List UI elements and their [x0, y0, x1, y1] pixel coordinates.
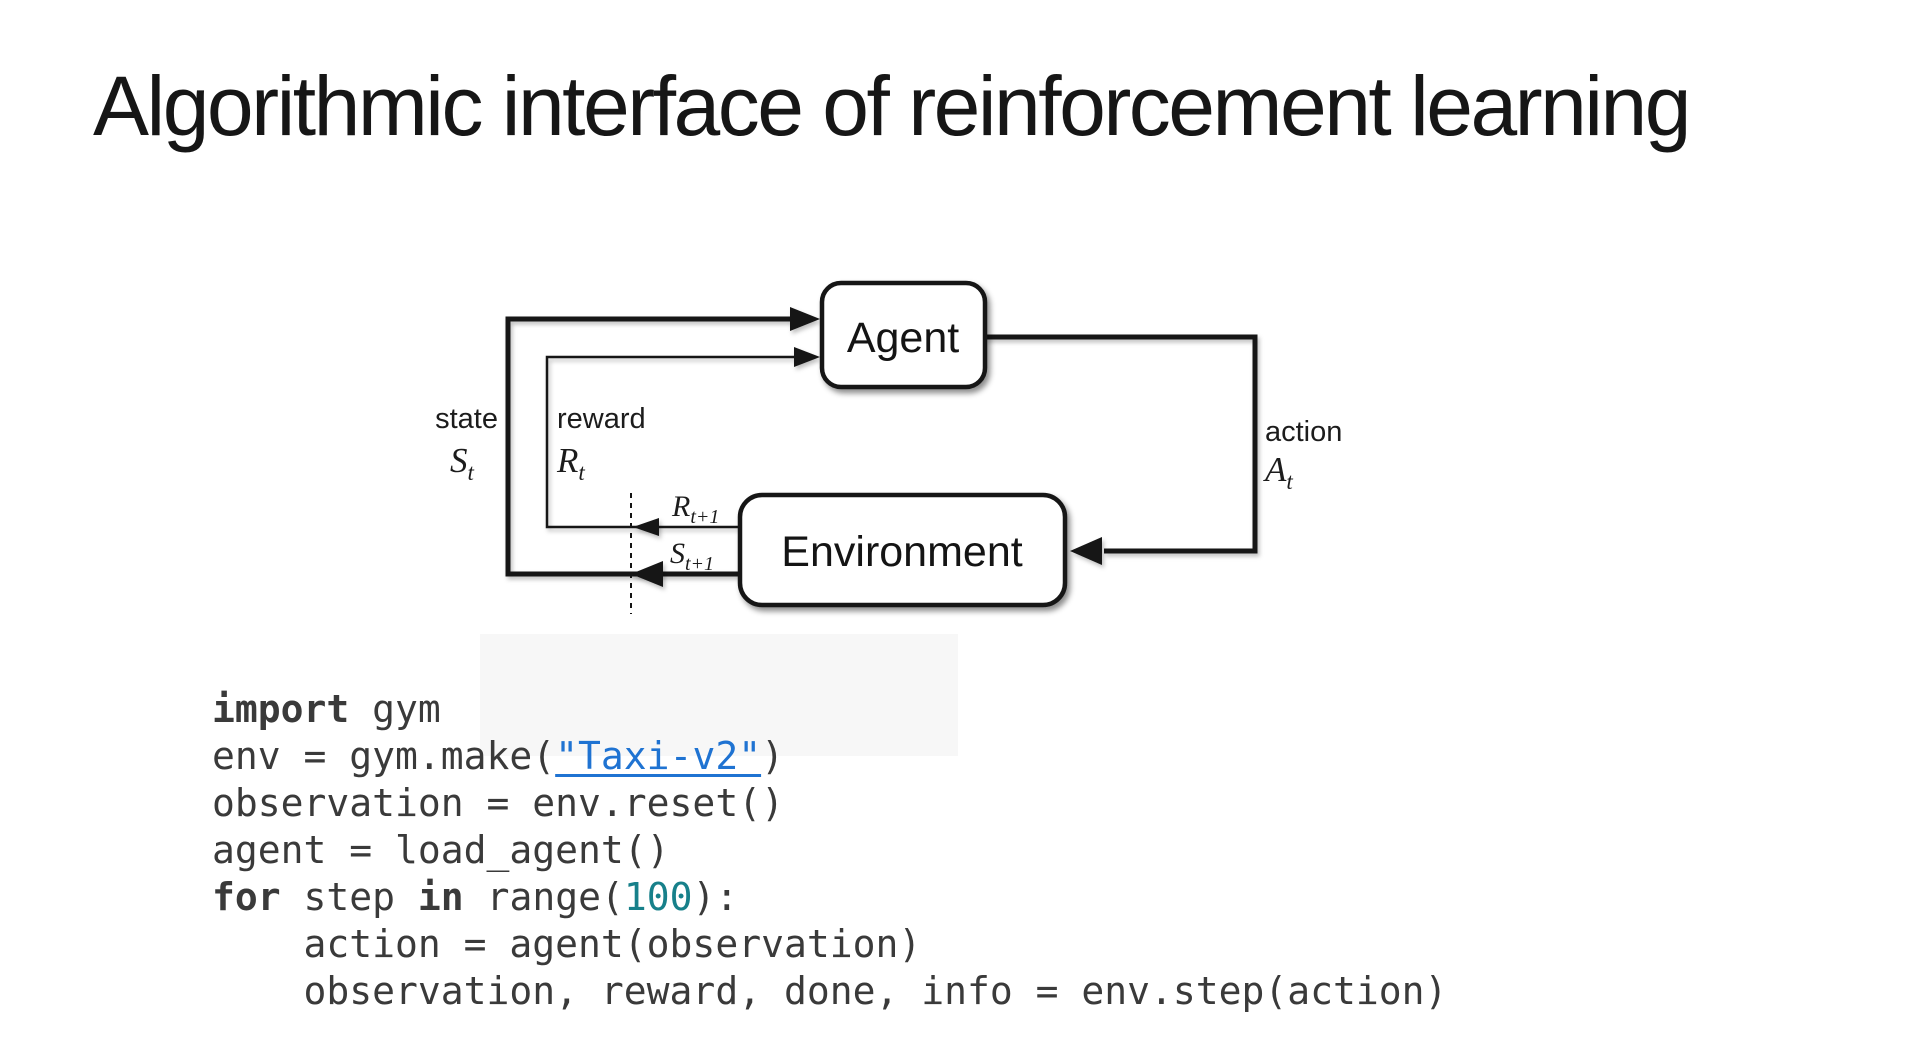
code-segment: env = gym.make(: [212, 734, 556, 778]
next-state-symbol: St+1: [670, 537, 714, 575]
state-arrow: [505, 316, 792, 577]
code-line: agent = load_agent(): [212, 827, 1447, 874]
code-line: action = agent(observation): [212, 921, 1447, 968]
agent-box: [819, 280, 988, 390]
code-segment: gym: [349, 687, 441, 731]
code-line: import gym: [212, 686, 1447, 733]
action-arrowhead-into-environment: [1070, 537, 1102, 565]
next-reward-symbol: Rt+1: [671, 490, 719, 528]
action-symbol: At: [1263, 450, 1293, 494]
reward-label: reward: [557, 403, 646, 435]
next-state-arrowhead: [631, 561, 663, 587]
code-segment: observation, reward, done, info = env.st…: [212, 969, 1448, 1013]
code-segment: in: [417, 875, 464, 919]
code-segment: observation = env.reset(): [212, 781, 784, 825]
environment-label: Environment: [781, 528, 1022, 576]
slide-title: Algorithmic interface of reinforcement l…: [93, 59, 1691, 153]
code-line: observation = env.reset(): [212, 780, 1447, 827]
code-segment: ): [761, 734, 784, 778]
code-line: for step in range(100):: [212, 874, 1447, 921]
rl-diagram: Agent Environment state St reward Rt act…: [435, 280, 1342, 614]
code-line: observation, reward, done, info = env.st…: [212, 968, 1448, 1015]
state-label: state: [435, 403, 498, 435]
agent-label: Agent: [847, 314, 959, 362]
taxi-v2-link[interactable]: "Taxi-v2": [555, 734, 762, 778]
code-line: env = gym.make("Taxi-v2"): [212, 733, 1447, 780]
code-segment: action = agent(observation): [212, 922, 922, 966]
code-segment: import: [212, 687, 350, 731]
code-segment: ):: [692, 875, 739, 919]
code-segment: agent = load_agent(): [212, 828, 670, 872]
code-background-patch: [480, 634, 958, 756]
action-label: action: [1265, 416, 1342, 448]
state-arrowhead-into-agent: [790, 307, 820, 331]
code-segment: for: [212, 875, 281, 919]
code-segment: 100: [623, 875, 693, 919]
code-segment: step: [280, 875, 418, 919]
code-segment: range(: [463, 875, 624, 919]
reward-symbol: Rt: [556, 441, 585, 485]
reward-arrowhead-into-agent: [794, 347, 820, 367]
state-symbol: St: [450, 441, 475, 485]
next-reward-arrowhead: [633, 518, 659, 536]
environment-box: [737, 492, 1068, 608]
action-arrow: [985, 334, 1258, 554]
